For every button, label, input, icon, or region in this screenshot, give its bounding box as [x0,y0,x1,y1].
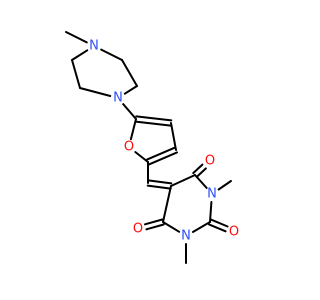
single-bond [100,48,123,61]
single-bond [71,59,81,89]
single-bond [191,221,211,233]
piperazine-nitrogen-methyl-atom: N [87,39,101,54]
double-bond-line [208,223,227,233]
single-bond [71,49,89,61]
single-bond [209,201,213,223]
barbiturate-nitrogen-upper-label: N [207,187,217,202]
piperazine-nitrogen-furan-atom: N [111,91,125,106]
atom-label-background [205,187,219,201]
molecule-structure-diagram: N N O O N O N O [65,31,241,264]
atom-label-background [203,154,217,168]
double-bond-line [147,179,173,185]
single-bond [162,185,172,223]
single-bond [123,85,138,95]
double-bond-line [146,146,176,161]
double-bond-line [195,167,207,178]
single-bond [170,122,177,151]
carbonyl-oxygen-right-label: O [229,225,239,240]
carbonyl-oxygen-top-atom: O [203,154,217,169]
atom-label-background [87,39,101,53]
single-bond [162,221,181,233]
carbonyl-oxygen-left-atom: O [131,222,145,237]
double-bond-line [148,151,178,166]
atom-label-background [131,222,145,236]
double-bond-line [134,120,172,127]
barbiturate-nitrogen-lower-atom: N [179,229,193,244]
double-bond-line [144,218,164,226]
barbiturate-nitrogen-lower-label: N [181,229,191,244]
double-bond-line [145,223,165,231]
single-bond [79,87,112,97]
single-bond [194,174,208,189]
single-bond [121,59,138,87]
single-bond [134,151,149,163]
double-bond-line [146,184,172,190]
atom-label-background [111,91,125,105]
furan-oxygen-atom: O [122,140,136,155]
carbonyl-oxygen-right-atom: O [227,225,241,240]
single-bond [122,103,137,120]
double-bond-line [135,115,173,122]
single-bond [217,180,232,191]
piperazine-nitrogen-methyl-label: N [89,39,99,54]
barbiturate-nitrogen-upper-atom: N [205,187,219,202]
atom-label-background [122,140,136,154]
furan-oxygen-label: O [124,140,134,155]
atom-label-background [179,229,193,243]
atom-label-background [227,225,241,239]
bond-layer [65,31,232,264]
single-bond [129,118,137,141]
double-bond-line [192,163,204,175]
carbonyl-oxygen-top-label: O [205,154,215,169]
double-bond-line [210,218,229,228]
single-bond [65,31,88,44]
carbonyl-oxygen-left-label: O [133,222,143,237]
single-bond [170,174,196,187]
atom-label-layer: N N O O N O N O [87,39,241,244]
piperazine-nitrogen-furan-label: N [113,91,123,106]
